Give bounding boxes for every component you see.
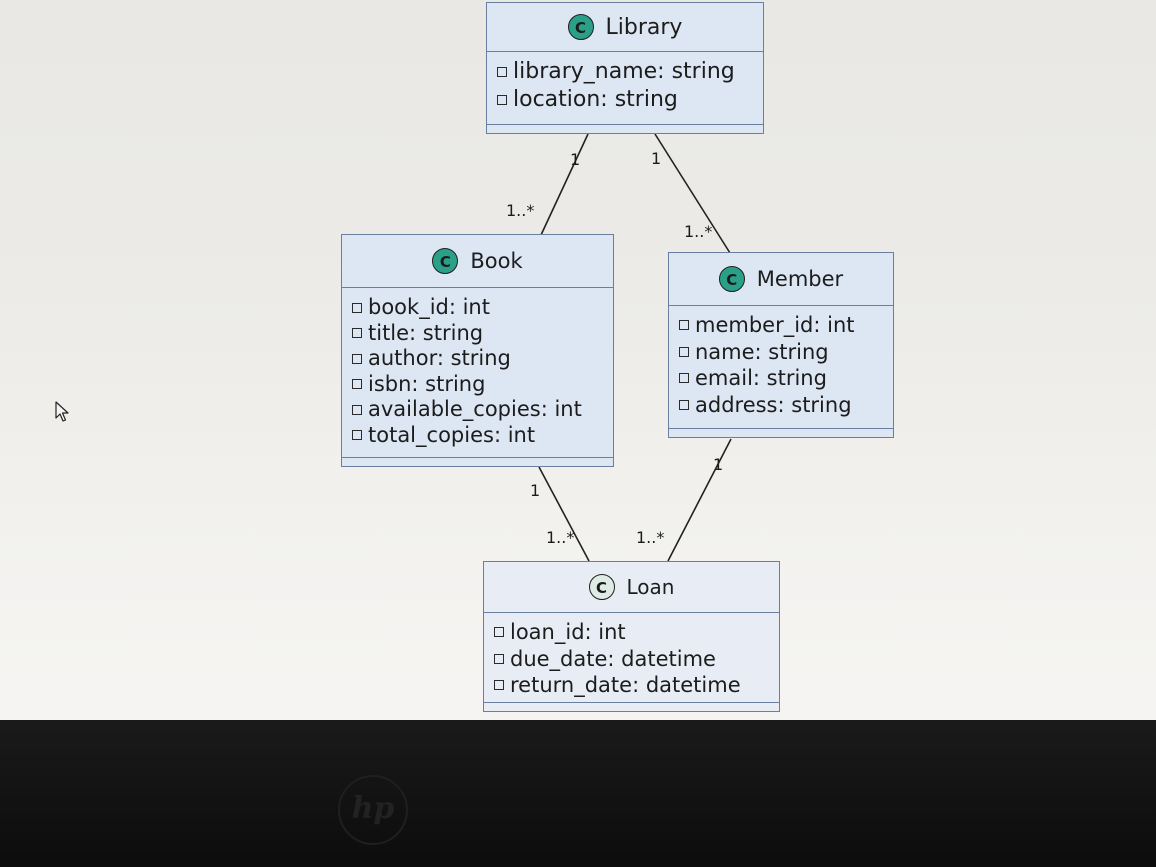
multiplicity-label: 1 xyxy=(570,150,581,169)
attribute-text: title: string xyxy=(368,320,484,345)
class-header: C Member xyxy=(669,253,893,306)
monitor-screen: C Library library_name: string location:… xyxy=(0,0,1156,735)
library-member-association xyxy=(654,133,731,254)
attribute-row: isbn: string xyxy=(352,372,613,398)
methods-compartment xyxy=(487,124,763,133)
field-visibility-icon xyxy=(494,680,504,691)
field-visibility-icon xyxy=(494,627,504,638)
multiplicity-label: 1 xyxy=(651,149,662,168)
class-c-icon: C xyxy=(567,14,594,40)
field-visibility-icon xyxy=(352,379,362,390)
class-member[interactable]: C Member member_id: int name: string ema… xyxy=(668,252,894,438)
attribute-row: author: string xyxy=(352,346,613,372)
attribute-row: total_copies: int xyxy=(352,423,613,449)
class-name: Member xyxy=(756,267,844,291)
hp-logo: hp xyxy=(338,775,408,845)
attribute-list: library_name: string location: string xyxy=(487,52,763,114)
attribute-text: email: string xyxy=(695,366,827,390)
field-visibility-icon xyxy=(497,67,507,77)
attribute-list: member_id: int name: string email: strin… xyxy=(669,306,893,418)
attribute-row: address: string xyxy=(679,392,893,419)
attribute-row: email: string xyxy=(679,365,893,392)
attribute-text: location: string xyxy=(513,87,678,112)
attribute-text: book_id: int xyxy=(368,295,490,319)
attribute-row: loan_id: int xyxy=(494,619,779,646)
field-visibility-icon xyxy=(352,328,362,339)
attribute-row: name: string xyxy=(679,339,893,366)
attribute-text: total_copies: int xyxy=(368,422,536,447)
class-header: C Library xyxy=(487,3,763,52)
class-name: Book xyxy=(470,249,523,273)
attribute-row: book_id: int xyxy=(352,295,613,321)
attribute-row: return_date: datetime xyxy=(494,672,779,699)
class-header: C Book xyxy=(342,235,613,288)
attribute-text: member_id: int xyxy=(695,313,855,337)
attribute-text: isbn: string xyxy=(368,371,486,396)
member-loan-association xyxy=(667,438,732,562)
attribute-row: available_copies: int xyxy=(352,397,613,423)
attribute-text: return_date: datetime xyxy=(510,673,741,697)
methods-compartment xyxy=(342,457,613,466)
field-visibility-icon xyxy=(352,302,362,313)
field-visibility-icon xyxy=(494,653,504,664)
field-visibility-icon xyxy=(352,430,362,441)
multiplicity-label: 1 xyxy=(530,481,541,500)
multiplicity-label: 1 xyxy=(713,455,724,474)
attribute-row: library_name: string xyxy=(497,58,763,86)
mouse-pointer-icon xyxy=(55,401,69,422)
attribute-text: due_date: datetime xyxy=(510,646,716,671)
multiplicity-label: 1..* xyxy=(546,528,575,547)
attribute-list: book_id: int title: string author: strin… xyxy=(342,288,613,448)
field-visibility-icon xyxy=(679,346,689,357)
book-loan-association xyxy=(538,466,590,562)
attribute-text: author: string xyxy=(368,346,511,370)
attribute-list: loan_id: int due_date: datetime return_d… xyxy=(484,613,779,699)
association-lines xyxy=(538,133,732,562)
multiplicity-label: 1..* xyxy=(684,222,713,241)
field-visibility-icon xyxy=(679,373,689,384)
methods-compartment xyxy=(669,428,893,437)
class-name: Library xyxy=(605,14,683,40)
attribute-text: address: string xyxy=(695,392,852,417)
field-visibility-icon xyxy=(679,399,689,410)
field-visibility-icon xyxy=(497,95,507,105)
monitor-bezel xyxy=(0,720,1156,867)
class-name: Loan xyxy=(626,575,675,599)
attribute-row: due_date: datetime xyxy=(494,646,779,673)
attribute-row: member_id: int xyxy=(679,312,893,339)
attribute-text: available_copies: int xyxy=(368,397,582,421)
attribute-row: title: string xyxy=(352,321,613,347)
class-c-icon: C xyxy=(588,574,615,600)
attribute-text: library_name: string xyxy=(513,59,735,84)
methods-compartment xyxy=(484,702,779,711)
class-c-icon: C xyxy=(432,248,459,274)
multiplicity-label: 1..* xyxy=(506,201,535,220)
field-visibility-icon xyxy=(352,404,362,415)
class-library[interactable]: C Library library_name: string location:… xyxy=(486,2,764,134)
attribute-text: loan_id: int xyxy=(510,620,626,644)
field-visibility-icon xyxy=(679,320,689,331)
class-loan[interactable]: C Loan loan_id: int due_date: datetime r… xyxy=(483,561,780,712)
class-book[interactable]: C Book book_id: int title: string author… xyxy=(341,234,614,467)
class-header: C Loan xyxy=(484,562,779,613)
multiplicity-label: 1..* xyxy=(636,528,665,547)
class-c-icon: C xyxy=(718,266,745,292)
attribute-row: location: string xyxy=(497,86,763,114)
library-book-association xyxy=(540,133,589,236)
field-visibility-icon xyxy=(352,353,362,364)
attribute-text: name: string xyxy=(695,339,829,364)
